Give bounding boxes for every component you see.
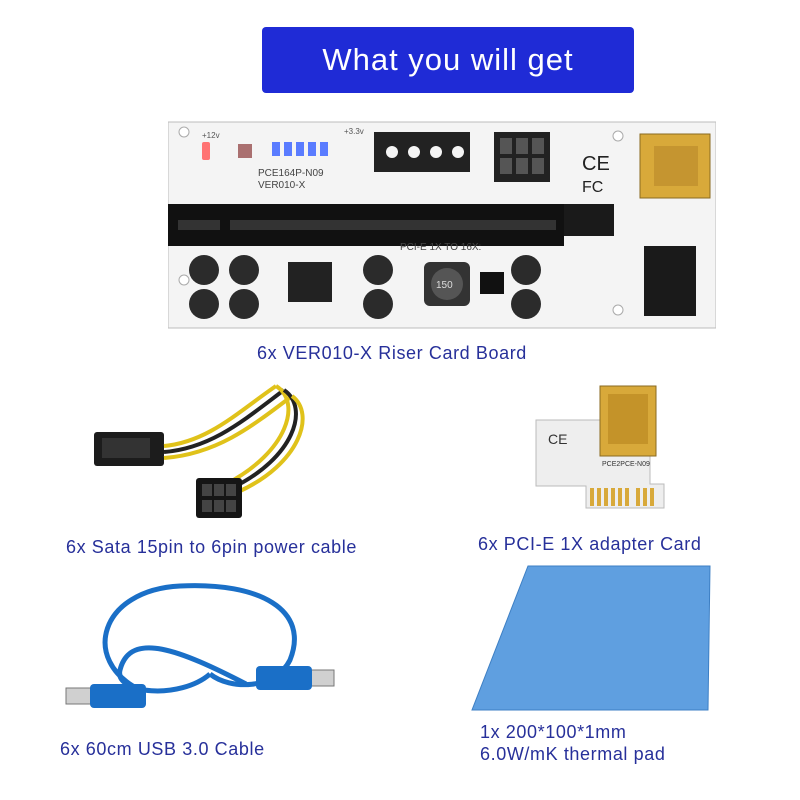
riser-card-board-image: +12v +3.3v PCE164P-N09 VER010-X CE FC PC… — [168, 120, 716, 330]
caption-thermal-pad: 1x 200*100*1mm 6.0W/mK thermal pad — [480, 721, 665, 765]
board-slot-label: PCI-E 1X TO 16X: — [400, 242, 481, 253]
volt12-label: +12v — [202, 131, 220, 140]
thermal-pad-size: 1x 200*100*1mm — [480, 722, 627, 742]
inductor-label: 150 — [436, 280, 453, 291]
banner-title: What you will get — [322, 42, 574, 77]
usb-cable-image — [60, 570, 340, 730]
caption-pcie-adapter: 6x PCI-E 1X adapter Card — [478, 534, 702, 554]
thermal-pad-spec: 6.0W/mK thermal pad — [480, 744, 666, 764]
board-version-label: VER010-X — [258, 180, 306, 191]
board-model-label: PCE164P-N09 — [258, 168, 324, 179]
title-banner: What you will get — [262, 27, 634, 93]
adapter-label: PCE2PCE-N09 — [602, 461, 650, 468]
caption-sata-cable: 6x Sata 15pin to 6pin power cable — [66, 537, 357, 557]
sata-power-cable-image — [88, 372, 314, 522]
svg-text:CE: CE — [582, 153, 610, 175]
volt33-label: +3.3v — [344, 127, 364, 136]
caption-riser-board: 6x VER010-X Riser Card Board — [257, 343, 527, 363]
caption-usb-cable: 6x 60cm USB 3.0 Cable — [60, 739, 265, 759]
svg-text:CE: CE — [548, 431, 567, 447]
pcie-adapter-card-image: CE PCE2PCE-N09 — [532, 384, 672, 510]
svg-text:FC: FC — [582, 179, 603, 196]
thermal-pad-image — [470, 564, 712, 714]
